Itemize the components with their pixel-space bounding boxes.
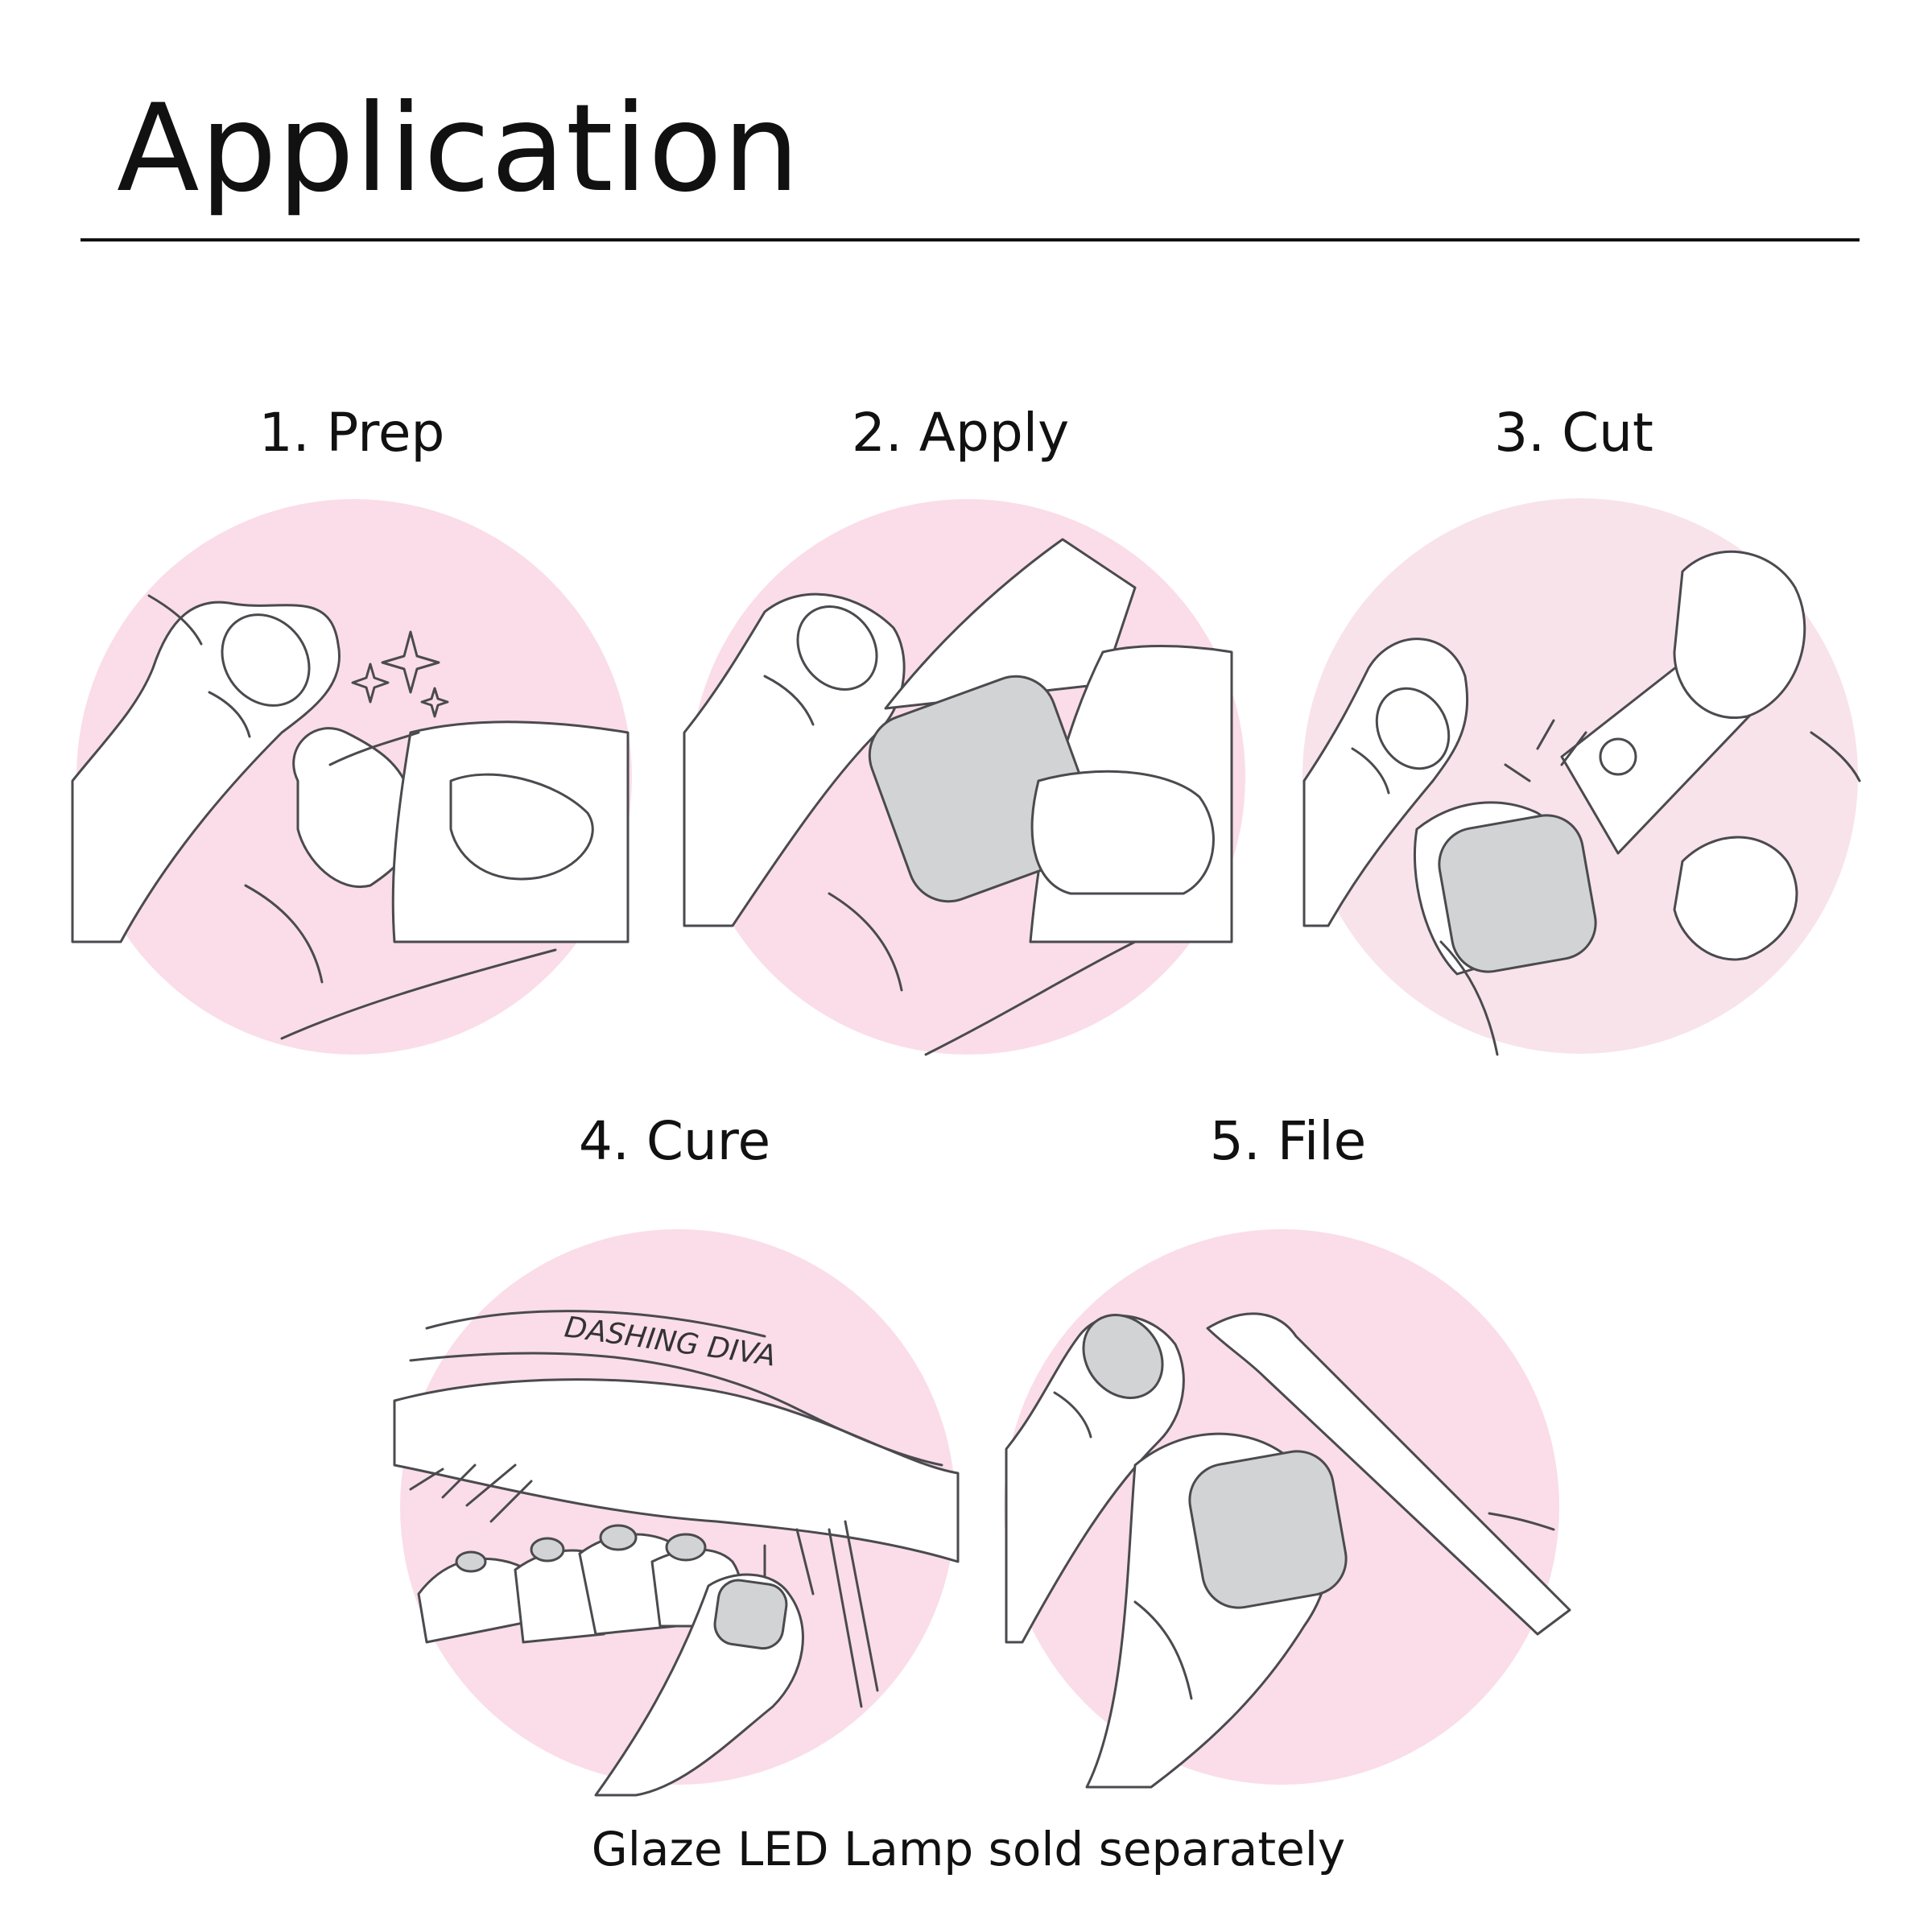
page-title: Application [117,79,801,219]
step-1-label: 1. Prep [258,402,445,464]
step-4-label: 4. Cure [578,1110,771,1172]
led-lamp-icon: DASHING DIVA [393,1229,960,1797]
prep-hand-icon [71,499,632,1055]
step-2-label: 2. Apply [851,402,1070,464]
step-3-label: 3. Cut [1494,402,1653,464]
apply-strip-icon [683,499,1245,1056]
nail-file-icon [1004,1229,1571,1789]
footer-note: Glaze LED Lamp sold separately [591,1822,1346,1876]
title-divider [80,238,1860,242]
sparkle-icon [351,630,449,718]
step-5-label: 5. File [1209,1110,1367,1172]
clipper-icon [1302,498,1861,1056]
